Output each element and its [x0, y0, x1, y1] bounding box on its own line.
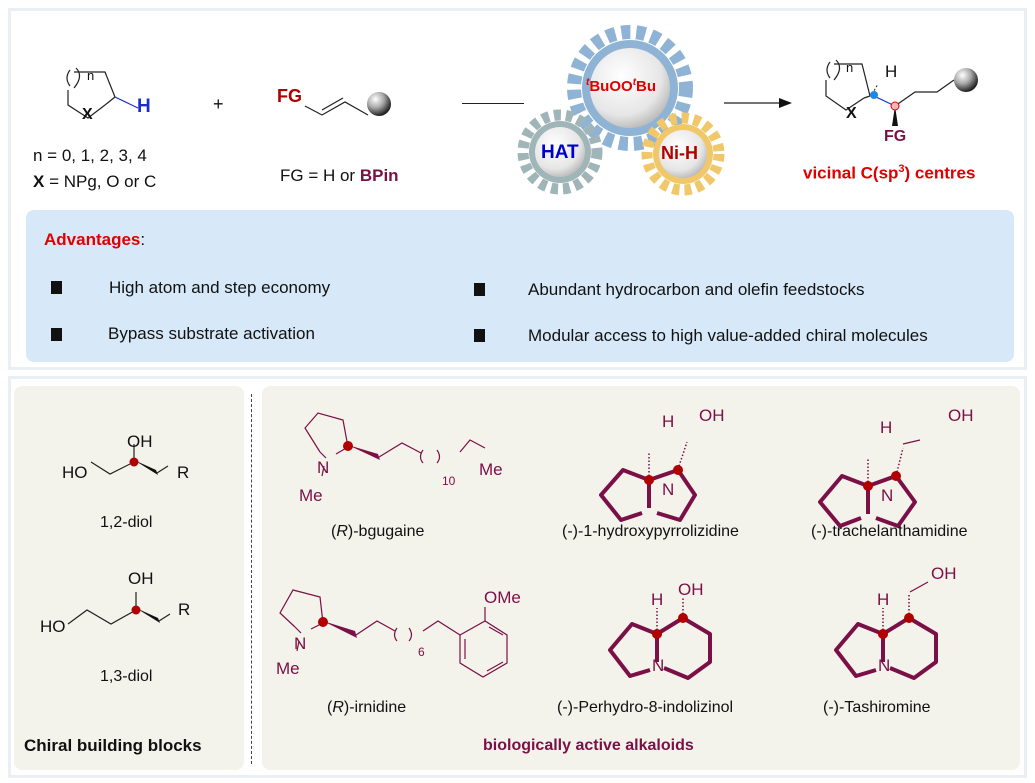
product-ball-icon [954, 68, 978, 92]
reactant1-atom-h: H [137, 96, 151, 117]
diol-12-name: 1,2-diol [100, 514, 153, 531]
diol-12-r: R [177, 463, 190, 482]
diol-13-structure [67, 592, 171, 625]
bgugaine-n: N [317, 458, 330, 477]
fg-definition: FG = H or BPin [280, 166, 399, 186]
irnidine-structure [279, 589, 508, 678]
product-fg-label: FG [884, 128, 907, 145]
alkaloids-title: biologically active alkaloids [483, 737, 694, 754]
product-structure [825, 59, 978, 126]
advantage-item: High atom and step economy [109, 278, 331, 297]
indolizinol-name: (-)-Perhydro-8-indolizinol [557, 699, 734, 716]
n-values-text: n = 0, 1, 2, 3, 4 [33, 146, 147, 165]
hat-label: HAT [541, 142, 579, 163]
building-blocks-panel [14, 386, 244, 770]
hydroxypyrrolizidine-name: (-)-1-hydroxypyrrolizidine [562, 523, 739, 540]
x-values-text: X = NPg, O or C [33, 172, 156, 192]
bullet-icon [51, 281, 62, 294]
reaction-line [462, 103, 524, 104]
building-blocks-title: Chiral building blocks [24, 736, 202, 755]
trachelanthamidine-h: H [880, 418, 893, 437]
substrate-ball-icon [367, 92, 391, 116]
trachelanthamidine-structure [818, 439, 921, 528]
indolizinol-n: N [652, 656, 665, 675]
plus-sign: + [213, 94, 224, 114]
irnidine-n: N [294, 634, 307, 653]
advantage-item: Modular access to high value-added chira… [528, 326, 928, 345]
product-caption: vicinal C(sp3) centres [803, 163, 976, 183]
bgugaine-me: Me [299, 486, 323, 505]
oxidant-label: tBuOOtBu [586, 77, 657, 95]
hydroxypyrrolizidine-h: H [662, 412, 675, 431]
reactant1-structure [66, 67, 139, 119]
x-values: = NPg, O or C [44, 172, 157, 191]
hydroxypyrrolizidine-n: N [662, 480, 675, 499]
tashiromine-h: H [877, 590, 890, 609]
fg-bpin: BPin [359, 166, 399, 185]
advantages-box [26, 210, 1014, 362]
advantage-item: Abundant hydrocarbon and olefin feedstoc… [528, 280, 865, 299]
tashiromine-oh: OH [931, 564, 957, 583]
irnidine-count: 6 [418, 645, 425, 659]
advantage-item: Bypass substrate activation [108, 324, 315, 343]
reaction-arrow-icon [724, 98, 792, 108]
bullet-icon [51, 328, 62, 341]
indolizinol-h: H [651, 590, 664, 609]
reactant1-atom-x: X [82, 106, 93, 123]
nih-label: Ni-H [661, 143, 698, 163]
diol-12-oh: OH [127, 432, 153, 451]
tashiromine-name: (-)-Tashiromine [823, 699, 931, 716]
advantages-title: Advantages: [44, 230, 146, 249]
tashiromine-n: N [878, 656, 891, 675]
x-label: X [33, 172, 45, 191]
diol-13-ho: HO [40, 617, 66, 636]
bullet-icon [474, 283, 485, 296]
trachelanthamidine-name: (-)-trachelanthamidine [811, 523, 968, 540]
bgugaine-end-me: Me [479, 460, 503, 479]
irnidine-name: (R)-irnidine [327, 699, 407, 716]
irnidine-ome: OMe [484, 588, 521, 607]
indolizinol-oh: OH [678, 580, 704, 599]
bgugaine-name: (R)-bgugaine [331, 523, 425, 540]
reactant1-ring-subscript: n [87, 68, 95, 83]
oxidant-gear-icon [567, 25, 693, 151]
bgugaine-structure [304, 412, 486, 477]
product-ring-subscript: n [846, 60, 854, 75]
diol-12-ho: HO [62, 463, 88, 482]
olefin-structure [304, 92, 391, 116]
nih-gear-icon [641, 112, 725, 196]
tashiromine-structure [834, 581, 938, 680]
catalyst-gears [517, 25, 725, 196]
indolizinol-structure [608, 598, 712, 680]
diol-13-name: 1,3-diol [100, 668, 153, 685]
alkaloids-panel [262, 386, 1020, 770]
dashed-divider [251, 394, 252, 764]
diol-13-oh: OH [128, 569, 154, 588]
diol-13-r: R [178, 600, 191, 619]
hydroxypyrrolizidine-structure [599, 441, 697, 522]
diol-12-structure [90, 444, 169, 475]
bgugaine-count: 10 [442, 474, 456, 488]
trachelanthamidine-oh: OH [948, 406, 974, 425]
olefin-fg-label: FG [277, 86, 302, 106]
trachelanthamidine-n: N [881, 486, 894, 505]
hat-gear-icon [517, 109, 603, 195]
bullet-icon [474, 329, 485, 342]
irnidine-me: Me [276, 659, 300, 678]
fg-definition-prefix: FG = H or [280, 166, 360, 185]
hydroxypyrrolizidine-oh: OH [699, 406, 725, 425]
product-atom-x: X [846, 105, 857, 122]
product-atom-h: H [885, 62, 898, 81]
